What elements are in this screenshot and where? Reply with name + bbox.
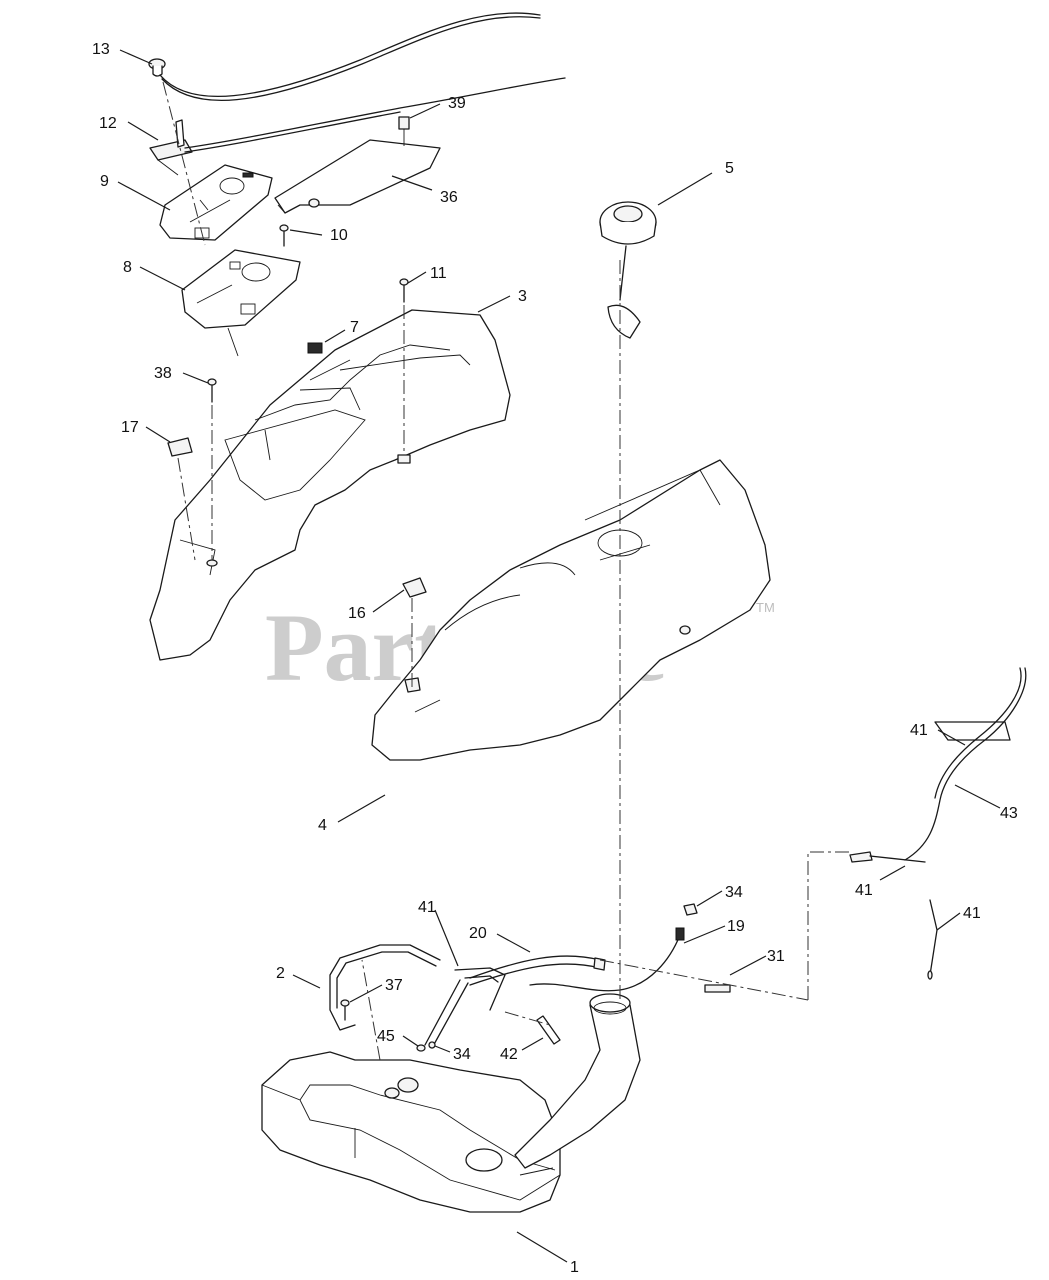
callout-19: 19 bbox=[727, 918, 745, 935]
callout-9: 9 bbox=[100, 173, 109, 190]
part-11-screw bbox=[399, 278, 409, 303]
part-13-knob-cable bbox=[148, 12, 541, 102]
part-34-clamp-upper bbox=[683, 903, 698, 916]
part-43-tube-assembly bbox=[849, 667, 1027, 863]
callout-36: 36 bbox=[440, 189, 458, 206]
callout-42: 42 bbox=[500, 1046, 518, 1063]
callout-17: 17 bbox=[121, 419, 139, 436]
part-38-screw bbox=[207, 378, 217, 403]
part-39-clip bbox=[398, 116, 410, 146]
callout-11: 11 bbox=[430, 265, 447, 282]
part-19-fuel-hose bbox=[529, 927, 685, 992]
part-12-cable-bracket bbox=[149, 77, 566, 176]
part-41-hose-clip bbox=[927, 899, 938, 980]
part-5-fuel-cap bbox=[599, 201, 657, 339]
part-17-pad bbox=[167, 437, 193, 457]
part-45-clamp bbox=[416, 1044, 426, 1052]
callout-43: 43 bbox=[1000, 805, 1018, 822]
part-36-cover-panel bbox=[274, 139, 441, 214]
part-42-pin bbox=[536, 1015, 561, 1045]
part-4-tank-cover bbox=[371, 459, 771, 761]
callout-12: 12 bbox=[99, 115, 117, 132]
part-16-pad bbox=[402, 577, 427, 598]
callout-37: 37 bbox=[385, 977, 403, 994]
callout-3: 3 bbox=[518, 288, 527, 305]
callout-45: 45 bbox=[377, 1028, 395, 1045]
part-31-valve bbox=[704, 984, 731, 993]
callout-7: 7 bbox=[350, 319, 359, 336]
part-20-fuel-line bbox=[469, 955, 606, 986]
part-3-console-housing bbox=[149, 309, 511, 661]
callout-41-mid-right: 41 bbox=[855, 882, 873, 899]
part-34-clamp-lower bbox=[428, 1041, 436, 1049]
callout-16: 16 bbox=[348, 605, 366, 622]
callout-41-center: 41 bbox=[418, 899, 436, 916]
callout-1: 1 bbox=[570, 1259, 579, 1276]
callout-41-far-right: 41 bbox=[963, 905, 981, 922]
callout-labels: 13 12 9 8 39 36 10 11 3 7 38 17 5 16 4 4… bbox=[92, 41, 1018, 1276]
part-8-plate bbox=[181, 249, 301, 357]
callout-13: 13 bbox=[92, 41, 110, 58]
callout-38: 38 bbox=[154, 365, 172, 382]
callout-34-lower: 34 bbox=[453, 1046, 471, 1063]
callout-20: 20 bbox=[469, 925, 487, 942]
callout-leader-lines bbox=[117, 49, 1001, 1263]
callout-5: 5 bbox=[725, 160, 734, 177]
callout-31: 31 bbox=[767, 948, 785, 965]
part-9-plate bbox=[159, 164, 273, 241]
part-37-bolt bbox=[340, 999, 350, 1021]
part-10-screw bbox=[279, 224, 289, 247]
assembly-center-lines bbox=[162, 81, 850, 1061]
callout-8: 8 bbox=[123, 259, 132, 276]
callout-4: 4 bbox=[318, 817, 327, 834]
part-1-fuel-tank bbox=[261, 993, 641, 1213]
part-41-hose-fitting bbox=[424, 967, 506, 1049]
part-7-clip bbox=[307, 342, 323, 354]
part-2-strap bbox=[329, 944, 441, 1031]
callout-41-top-right: 41 bbox=[910, 722, 928, 739]
trademark-mark: TM bbox=[756, 600, 775, 615]
callout-39: 39 bbox=[448, 95, 466, 112]
callout-2: 2 bbox=[276, 965, 285, 982]
callout-10: 10 bbox=[330, 227, 348, 244]
callout-34-upper: 34 bbox=[725, 884, 743, 901]
